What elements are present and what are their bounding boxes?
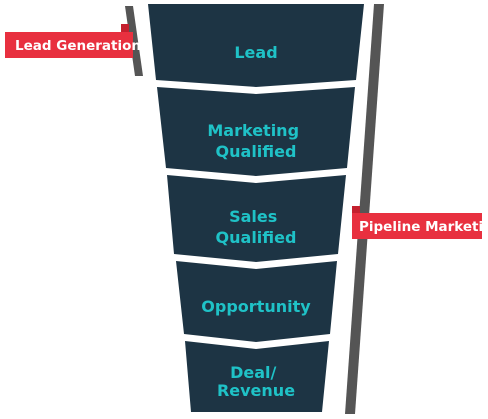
pipeline-marketing-tag: Pipeline Marketing [352,206,488,239]
funnel-stage-shape [176,261,337,342]
funnel-stage-1: Lead [148,4,364,87]
funnel-stage-shape [167,175,346,262]
stage-label-line: Qualified [216,142,297,161]
stage-label-line: Opportunity [201,297,311,316]
stage-label-line: Lead [234,43,277,62]
stage-label-deal-revenue: Deal/ Revenue [217,363,295,400]
tag-tab [121,24,129,34]
funnel-stage-5: Deal/ Revenue [185,341,329,412]
pipeline-marketing-bracket [345,4,384,414]
funnel-stage-3: Sales Qualified [167,175,346,262]
pipeline-marketing-label: Pipeline Marketing [359,219,488,235]
stage-label-line: Revenue [217,381,295,400]
stage-label-marketing-qualified: Marketing Qualified [207,121,304,161]
tag-box [352,213,482,239]
lead-generation-bracket [125,6,143,76]
funnel-stage-shape [148,4,364,87]
stage-label-lead: Lead [234,43,277,62]
funnel-stage-2: Marketing Qualified [157,87,355,176]
funnel-stage-shape [185,341,329,412]
funnel-stage-shape [157,87,355,176]
stage-label-sales-qualified: Sales Qualified [216,207,297,247]
stage-label-opportunity: Opportunity [201,297,311,316]
tag-box [5,32,133,58]
lead-generation-tag: Lead Generation [5,24,141,58]
funnel-stage-4: Opportunity [176,261,337,342]
stage-label-line: Qualified [216,228,297,247]
tag-tab [352,206,360,216]
lead-generation-label: Lead Generation [15,38,141,54]
stage-label-line: Marketing [207,121,299,140]
stage-label-line: Sales [229,207,277,226]
stage-label-line: Deal/ [230,363,276,382]
